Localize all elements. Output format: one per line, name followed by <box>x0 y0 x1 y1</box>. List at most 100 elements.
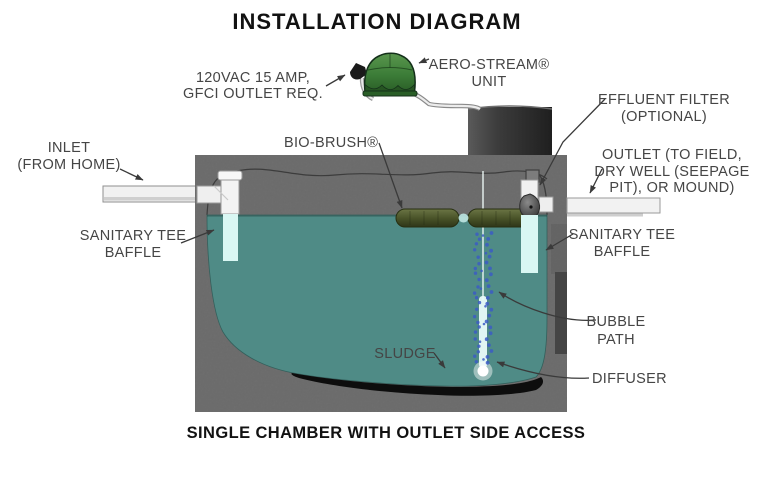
bubble <box>473 271 478 275</box>
bubble <box>489 307 494 312</box>
page-title: INSTALLATION DIAGRAM <box>232 9 521 34</box>
access-recess <box>555 272 567 354</box>
water <box>206 214 548 387</box>
label-baffle-left-line1: SANITARY TEE <box>80 228 187 244</box>
leader-baffle-left <box>180 229 215 244</box>
tank-riser <box>467 105 553 155</box>
label-outlet-line3: PIT), OR MOUND) <box>609 180 734 196</box>
leader-diffuser <box>496 361 590 379</box>
bubble-path <box>472 231 494 365</box>
bubble <box>480 269 483 273</box>
label-inlet-line1: INLET <box>48 140 91 156</box>
bubble <box>473 330 478 334</box>
bubble <box>489 231 494 235</box>
bubble <box>485 296 490 300</box>
bubble <box>484 278 489 283</box>
unit-skirt <box>364 83 415 93</box>
bubble <box>474 360 478 364</box>
label-power-line1: 120VAC 15 AMP, <box>196 70 310 86</box>
sanitary-tee-left <box>196 170 243 261</box>
bubble <box>477 300 482 305</box>
bubble <box>485 242 489 247</box>
sanitary-tee-right <box>519 169 554 273</box>
access-recess-upper <box>551 224 567 274</box>
leader-power <box>325 74 346 87</box>
label-baffle-left-line2: BAFFLE <box>105 245 162 261</box>
unit-base <box>362 90 418 97</box>
bubble <box>476 255 480 259</box>
bubble <box>482 322 486 326</box>
label-baffle-right-line1: SANITARY TEE <box>569 227 676 243</box>
bubble <box>489 248 493 253</box>
power-plug <box>350 63 367 80</box>
sludge-layer <box>291 373 544 396</box>
bubble <box>485 301 490 306</box>
leader-biobrush <box>378 142 403 209</box>
leader-effluent <box>539 98 606 186</box>
bubble <box>473 337 477 341</box>
bubble <box>477 262 481 266</box>
baffle-pipe-right <box>521 215 538 273</box>
label-biobrush: BIO-BRUSH® <box>284 135 378 151</box>
leader-unit <box>418 57 430 64</box>
bubble <box>477 277 481 282</box>
water-surface-line <box>207 215 547 217</box>
bubble <box>476 320 480 325</box>
leader-lines <box>119 57 606 379</box>
diagram-caption: SINGLE CHAMBER WITH OUTLET SIDE ACCESS <box>187 424 586 442</box>
bubble <box>488 266 492 271</box>
unit-dome <box>363 52 416 93</box>
bubble <box>485 360 490 365</box>
aero-stream-unit <box>350 52 482 111</box>
bubble <box>473 248 477 252</box>
bubble <box>481 234 485 237</box>
inlet-pipe <box>102 185 198 203</box>
bubble <box>478 340 482 344</box>
label-outlet-line2: DRY WELL (SEEPAGE <box>594 164 749 180</box>
label-bubble-line2: PATH <box>597 332 635 348</box>
bubble <box>486 284 491 288</box>
leader-outlet <box>589 168 603 194</box>
bubble <box>477 237 482 241</box>
bubble <box>484 305 487 308</box>
bubble <box>484 260 489 265</box>
leader-bubble <box>498 291 597 322</box>
bubble <box>489 349 494 353</box>
bubble <box>474 296 479 300</box>
label-effluent-line2: (OPTIONAL) <box>621 109 707 125</box>
bubble <box>472 314 477 319</box>
label-effluent-line1: EFFLUENT FILTER <box>598 92 730 108</box>
label-diffuser: DIFFUSER <box>592 371 667 387</box>
bubble <box>479 287 483 290</box>
bubble <box>489 272 493 277</box>
label-power-line2: GFCI OUTLET REQ. <box>183 86 323 102</box>
diffuser-bulb <box>477 365 489 377</box>
bubble <box>485 355 490 359</box>
bubble <box>489 290 494 294</box>
bubble <box>482 358 485 361</box>
bubble <box>484 337 489 342</box>
bio-brush <box>395 208 532 228</box>
leader-baffle-right <box>545 233 574 251</box>
bubble <box>488 331 493 336</box>
label-inlet-line2: (FROM HOME) <box>17 157 120 173</box>
bubble <box>487 313 492 318</box>
label-outlet-line1: OUTLET (TO FIELD, <box>602 147 742 163</box>
labels: 120VAC 15 AMP, GFCI OUTLET REQ. AERO-STR… <box>17 57 749 387</box>
label-sludge: SLUDGE <box>374 346 435 362</box>
air-hose-ceiling <box>236 168 548 180</box>
bubble <box>473 266 477 271</box>
bubble <box>484 319 489 324</box>
bubble <box>476 285 480 289</box>
baffle-pipe-left <box>223 214 238 261</box>
label-unit-line1: AERO-STREAM® <box>429 57 550 73</box>
bubble <box>486 237 491 241</box>
bubble <box>474 242 479 246</box>
label-bubble-line1: BUBBLE <box>586 314 645 330</box>
bubble <box>487 254 492 259</box>
bubble <box>477 344 481 348</box>
bubble <box>487 343 491 347</box>
bubble <box>473 354 477 358</box>
label-baffle-right-line2: BAFFLE <box>594 244 651 260</box>
